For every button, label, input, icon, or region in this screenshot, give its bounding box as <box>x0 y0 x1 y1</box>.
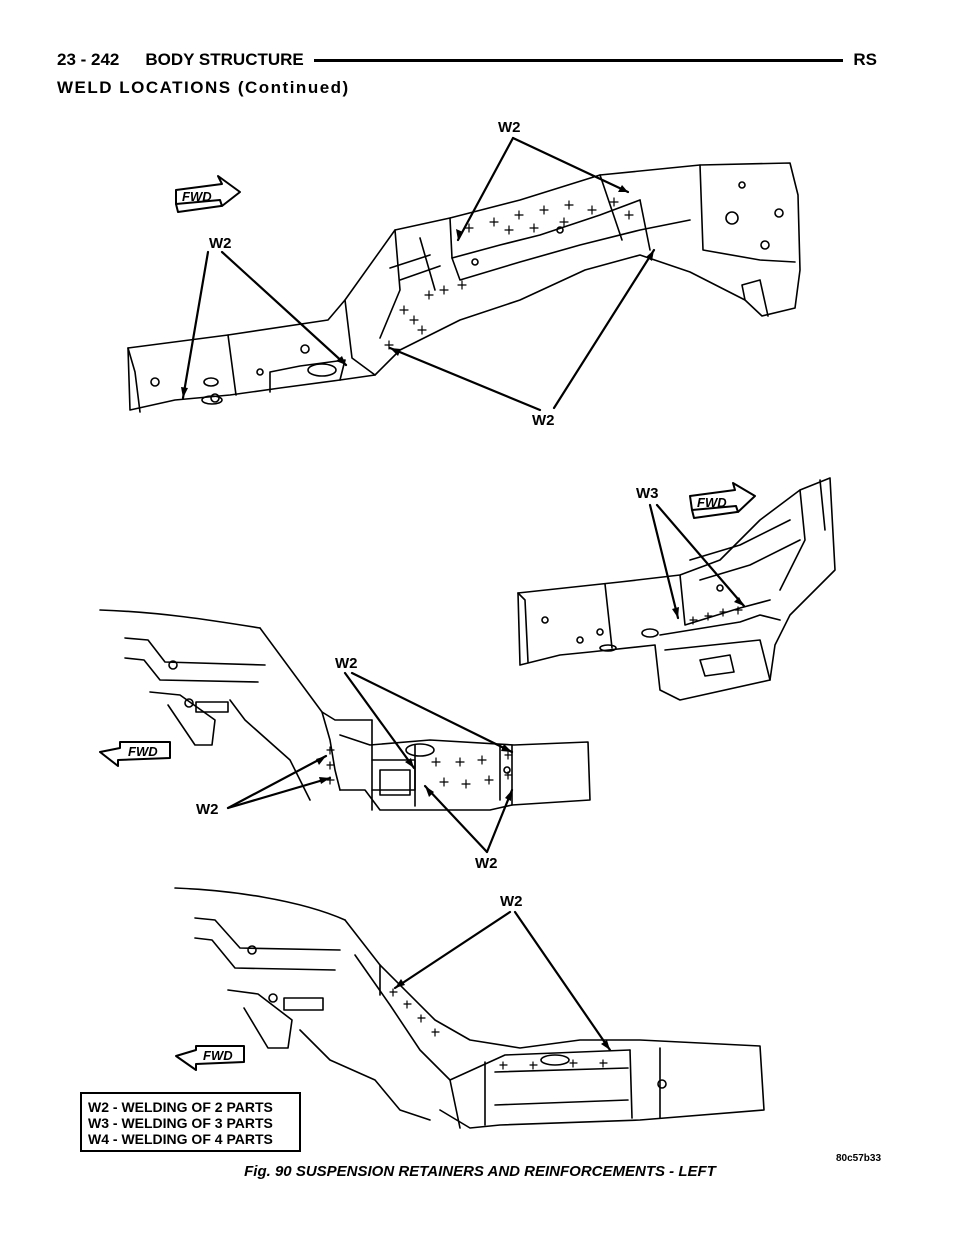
weld-legend: W2 - WELDING OF 2 PARTS W3 - WELDING OF … <box>80 1092 301 1152</box>
section-subheading: WELD LOCATIONS (Continued) <box>57 78 350 97</box>
frame-rail-view-4: FWD W2 <box>174 887 765 1129</box>
callout-w2-mid-left: W2 <box>196 801 219 818</box>
callout-w2-left: W2 <box>209 235 232 252</box>
model-code: RS <box>853 50 877 69</box>
callout-w2-mid-bottom: W2 <box>475 855 498 872</box>
page-number: 23 - 242 <box>57 50 120 69</box>
callout-w2-lower: W2 <box>500 893 523 910</box>
callout-w3: W3 <box>636 485 659 502</box>
callout-w2-top: W2 <box>498 119 521 136</box>
legend-w2: W2 - WELDING OF 2 PARTS <box>88 1099 273 1115</box>
legend-w3: W3 - WELDING OF 3 PARTS <box>88 1115 273 1131</box>
callout-w2-mid-top: W2 <box>335 655 358 672</box>
frame-rail-view-2: FWD W3 <box>517 477 836 701</box>
frame-rail-view-3: FWD W2 W2 W2 <box>99 609 591 872</box>
frame-rail-view-1: FWD W2 W2 W2 <box>127 119 801 429</box>
header-rule <box>313 58 844 62</box>
figure-caption: Fig. 90 SUSPENSION RETAINERS AND REINFOR… <box>244 1163 716 1180</box>
fwd-label-4: FWD <box>203 1048 233 1063</box>
page-header: 23 - 242 BODY STRUCTURE RS <box>57 48 877 72</box>
fwd-label-1: FWD <box>182 189 212 204</box>
fwd-label-3: FWD <box>128 744 158 759</box>
legend-w4: W4 - WELDING OF 4 PARTS <box>88 1131 273 1147</box>
fwd-label-2: FWD <box>697 495 727 510</box>
callout-w2-bottom: W2 <box>532 412 555 429</box>
section-title: BODY STRUCTURE <box>145 50 304 69</box>
illustration-code: 80c57b33 <box>836 1153 882 1164</box>
